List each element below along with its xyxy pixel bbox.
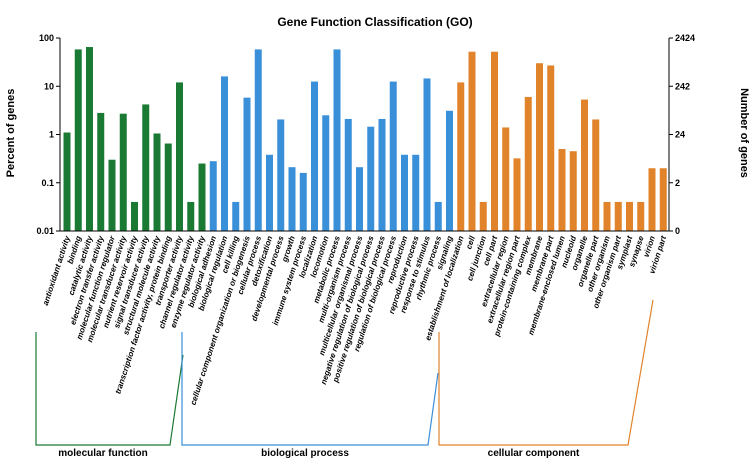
bar-49 <box>614 201 622 231</box>
bar-45 <box>569 151 577 231</box>
bar-30 <box>401 154 408 231</box>
bar-31 <box>412 154 420 231</box>
bar-7 <box>142 104 150 231</box>
group-brackets-layer: molecular function biological process cell… <box>35 299 654 459</box>
bar-50 <box>626 201 633 231</box>
bar-20 <box>288 167 296 231</box>
bar-32 <box>423 78 431 232</box>
bar-34 <box>446 110 453 231</box>
bar-25 <box>344 118 352 231</box>
bar-14 <box>221 76 228 232</box>
bar-15 <box>232 201 240 231</box>
bar-43 <box>547 65 555 231</box>
y-tick-label-right: 0 <box>675 226 680 236</box>
bar-23 <box>322 115 330 231</box>
bar-8 <box>153 133 161 231</box>
bar-1 <box>74 49 82 231</box>
y-axis-title-right: Number of genes <box>738 88 750 178</box>
bar-44 <box>558 149 566 231</box>
bar-11 <box>187 201 195 231</box>
y-tick-label-left: 100 <box>39 33 54 43</box>
y-tick-label-right: 2424 <box>675 33 695 43</box>
bar-53 <box>659 168 667 231</box>
bar-16 <box>243 97 251 231</box>
y-tick-label-right: 2 <box>675 178 680 188</box>
bar-13 <box>209 161 217 231</box>
y-tick-label-right: 24 <box>675 130 685 140</box>
bar-9 <box>164 143 172 231</box>
y-axis-title-left: Percent of genes <box>5 89 17 178</box>
bar-26 <box>356 167 363 231</box>
bar-24 <box>333 49 341 231</box>
bar-42 <box>536 63 543 232</box>
group-bracket <box>35 332 184 446</box>
bar-39 <box>502 127 510 231</box>
bars-layer <box>63 47 667 232</box>
bar-5 <box>119 113 127 231</box>
group-label: molecular function <box>58 448 147 459</box>
bar-28 <box>378 118 386 231</box>
bar-29 <box>389 81 397 231</box>
bar-4 <box>108 159 116 231</box>
y-tick-label-left: 0.01 <box>36 226 54 236</box>
bar-38 <box>491 51 498 232</box>
y-tick-label-right: 242 <box>675 81 690 91</box>
y-tick-label-left: 1 <box>49 130 54 140</box>
bar-46 <box>581 99 588 231</box>
bar-52 <box>648 168 656 231</box>
group-bracket <box>438 299 654 446</box>
bar-22 <box>311 81 318 231</box>
y-tick-label-left: 0.1 <box>41 178 54 188</box>
bar-47 <box>592 119 600 231</box>
bar-36 <box>468 51 476 232</box>
bar-41 <box>524 96 532 231</box>
chart-title: Gene Function Classification (GO) <box>277 15 472 29</box>
bar-21 <box>299 172 307 231</box>
bar-17 <box>254 49 262 231</box>
bar-35 <box>457 82 465 232</box>
bar-48 <box>603 201 611 231</box>
bar-3 <box>97 112 105 231</box>
bar-33 <box>434 201 442 231</box>
y-tick-label-left: 10 <box>44 81 54 91</box>
category-label: cell <box>464 234 477 250</box>
group-label: cellular component <box>488 448 580 459</box>
bar-40 <box>513 158 521 231</box>
bar-10 <box>176 82 183 232</box>
bar-2 <box>86 47 93 231</box>
bar-19 <box>277 119 285 231</box>
bar-27 <box>367 126 375 231</box>
group-bracket <box>181 332 439 446</box>
bar-6 <box>131 201 138 231</box>
bar-51 <box>637 201 645 231</box>
group-label: biological process <box>261 448 349 459</box>
bar-37 <box>479 201 487 231</box>
bar-18 <box>266 154 273 231</box>
bar-12 <box>198 163 206 231</box>
bar-0 <box>63 132 71 231</box>
category-label: antioxidant activity <box>41 234 72 306</box>
